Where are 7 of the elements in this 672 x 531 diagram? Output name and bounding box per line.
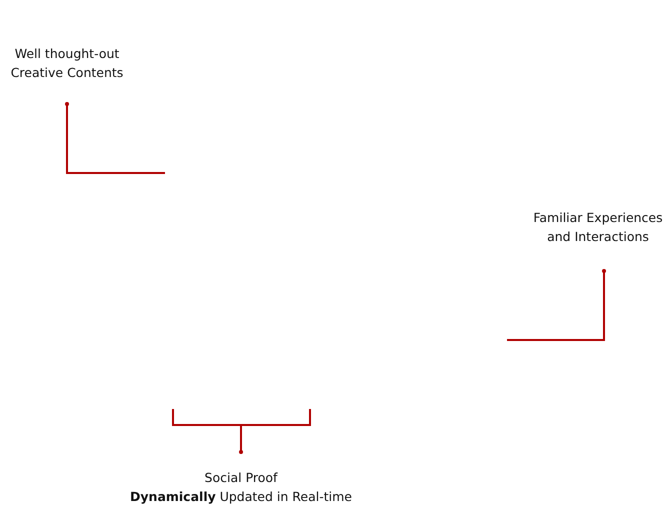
leader-line [172, 408, 311, 454]
callout-label: Well thought-out Creative Contents [10, 45, 124, 82]
callout-label: Social Proof [204, 469, 279, 487]
leader-line [65, 102, 165, 174]
callout-subtitle: Dynamically Updated in Real-time [129, 488, 353, 506]
leader-line [507, 269, 606, 341]
callout-label: Familiar Experiences and Interactions [532, 209, 664, 246]
